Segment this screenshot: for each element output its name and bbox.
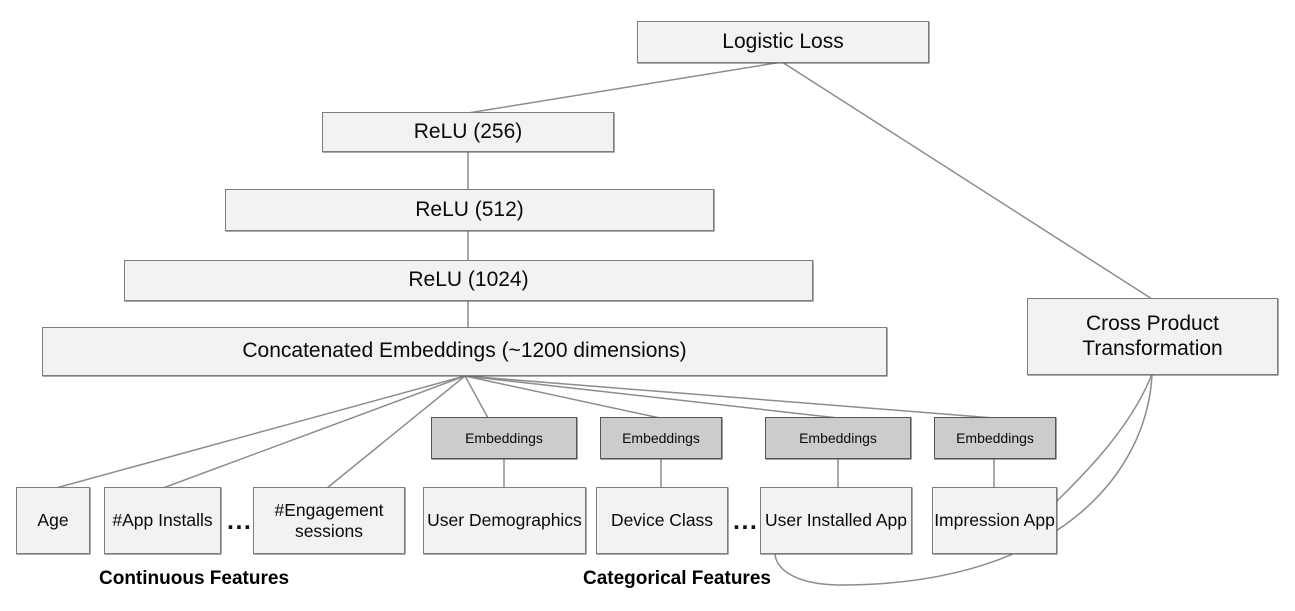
node-feature-user-installed-app-label: User Installed App [764, 510, 908, 531]
node-feature-age[interactable]: Age [16, 487, 90, 554]
node-feature-device-class[interactable]: Device Class [596, 487, 728, 554]
node-feature-device-class-label: Device Class [610, 510, 714, 531]
node-cross-product-transformation-label: Cross Product Transformation [1082, 311, 1223, 360]
edge-concat-to-appinstalls [162, 375, 466, 489]
node-embeddings-3[interactable]: Embeddings [765, 417, 911, 459]
node-embeddings-3-label: Embeddings [799, 429, 877, 446]
node-feature-age-label: Age [37, 510, 69, 531]
node-feature-app-installs-label: #App Installs [112, 510, 213, 531]
group-label-continuous-features: Continuous Features [99, 568, 290, 589]
node-feature-engagement-sessions[interactable]: #Engagement sessions [253, 487, 405, 554]
group-label-categorical-features: Categorical Features [583, 568, 771, 589]
node-concatenated-embeddings[interactable]: Concatenated Embeddings (~1200 dimension… [42, 327, 887, 376]
node-embeddings-2-label: Embeddings [622, 429, 700, 446]
edge-concat-to-embeddings-4 [464, 375, 995, 419]
node-feature-engagement-sessions-label: #Engagement sessions [274, 499, 384, 541]
node-relu-256-label: ReLU (256) [413, 119, 523, 143]
ellipsis-categorical: ... [733, 507, 759, 535]
edge-loss-to-crossproduct [781, 61, 1153, 300]
node-cross-product-transformation[interactable]: Cross Product Transformation [1027, 298, 1278, 375]
node-relu-1024-label: ReLU (1024) [408, 268, 529, 292]
edge-crossproduct-to-impressionapp [1047, 373, 1153, 532]
edge-concat-to-embeddings-2 [464, 375, 661, 419]
node-logistic-loss-label: Logistic Loss [722, 29, 844, 53]
node-feature-user-demographics-label: User Demographics [427, 510, 582, 531]
edge-loss-to-relu256 [467, 61, 783, 114]
node-feature-impression-app[interactable]: Impression App [932, 487, 1057, 554]
node-relu-1024[interactable]: ReLU (1024) [124, 260, 813, 301]
node-embeddings-4[interactable]: Embeddings [934, 417, 1056, 459]
node-feature-user-installed-app[interactable]: User Installed App [760, 487, 912, 554]
node-embeddings-1[interactable]: Embeddings [431, 417, 577, 459]
node-logistic-loss[interactable]: Logistic Loss [637, 21, 929, 63]
node-concatenated-embeddings-label: Concatenated Embeddings (~1200 dimension… [242, 339, 687, 363]
edge-concat-to-embeddings-3 [464, 375, 839, 419]
node-embeddings-4-label: Embeddings [956, 429, 1034, 446]
ellipsis-continuous: ... [227, 507, 253, 535]
node-embeddings-1-label: Embeddings [465, 429, 543, 446]
node-embeddings-2[interactable]: Embeddings [600, 417, 722, 459]
node-feature-impression-app-label: Impression App [934, 510, 1055, 531]
node-feature-app-installs[interactable]: #App Installs [104, 487, 221, 554]
edge-concat-to-embeddings-1 [464, 375, 489, 419]
edge-concat-to-age [55, 375, 466, 489]
node-relu-512-label: ReLU (512) [415, 197, 524, 221]
node-feature-user-demographics[interactable]: User Demographics [423, 487, 586, 554]
node-relu-256[interactable]: ReLU (256) [322, 112, 614, 152]
node-relu-512[interactable]: ReLU (512) [225, 189, 714, 231]
